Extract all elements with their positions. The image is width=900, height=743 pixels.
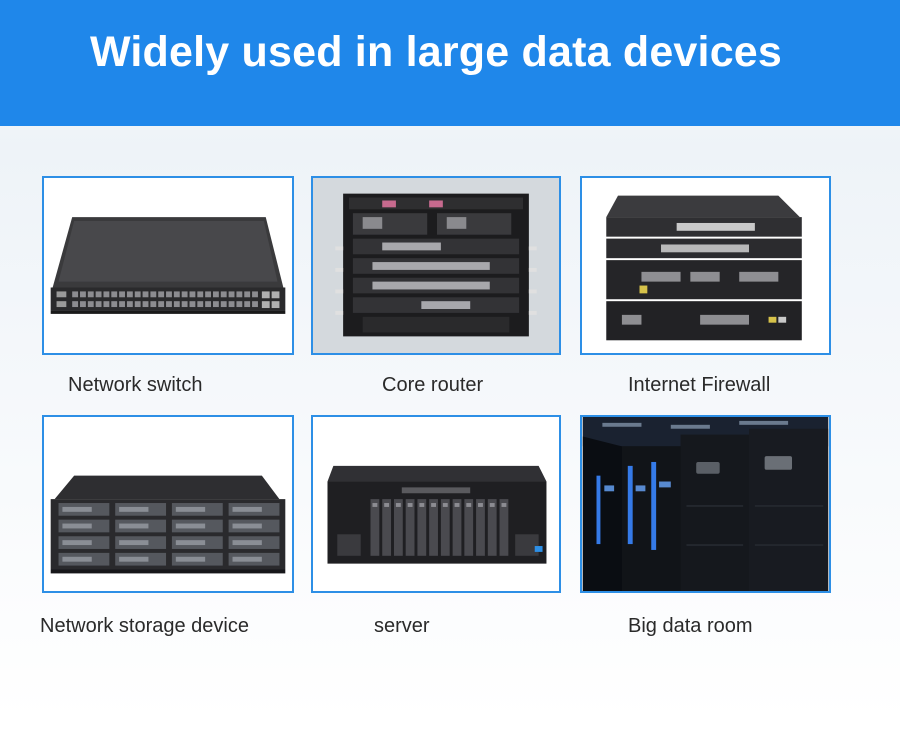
- caption-network-storage: Network storage device: [40, 615, 249, 637]
- caption-data-room: Big data room: [628, 615, 753, 637]
- network-switch-image: [42, 176, 294, 355]
- header-banner: Widely used in large data devices: [0, 0, 900, 126]
- core-router-image: [311, 176, 561, 355]
- caption-network-switch: Network switch: [68, 374, 203, 396]
- caption-core-router: Core router: [382, 374, 484, 396]
- page-title: Widely used in large data devices: [89, 28, 783, 76]
- network-storage-image: [42, 415, 294, 593]
- internet-firewall-image: [580, 176, 831, 355]
- server-image: [311, 415, 561, 593]
- data-room-image: [580, 415, 831, 593]
- caption-server: server: [374, 615, 430, 637]
- caption-internet-firewall: Internet Firewall: [628, 374, 771, 396]
